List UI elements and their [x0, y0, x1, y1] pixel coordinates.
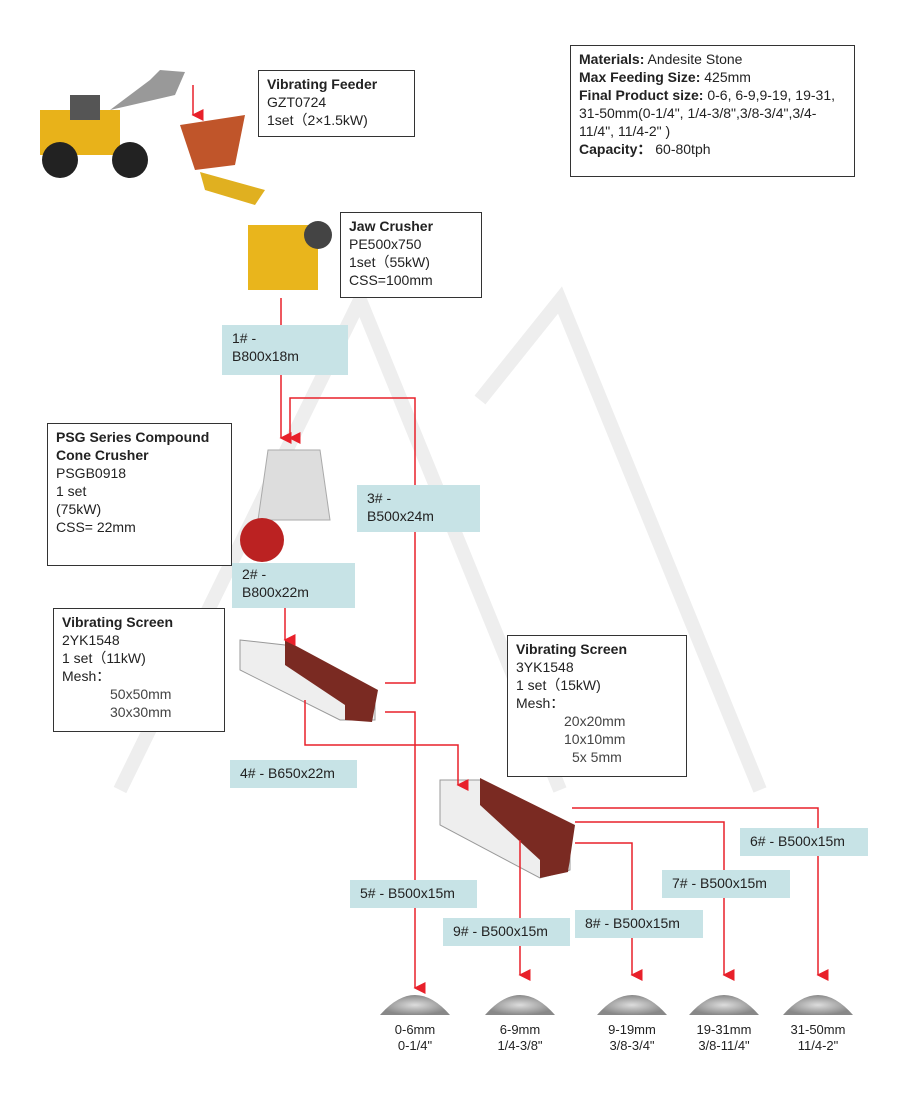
product-pile [485, 995, 555, 1015]
cone-css: CSS= 22mm [56, 519, 136, 535]
screen2-mesh-2: 10x10mm [564, 731, 626, 747]
product-pile [380, 995, 450, 1015]
belt-6-label: 6# - B500x15m [740, 828, 868, 856]
wheel-loader-image [40, 70, 185, 178]
screen1-mesh-1: 50x50mm [110, 686, 172, 702]
jaw-spec: 1set（55kW) [349, 254, 430, 270]
final-size-value: 0-6, 6-9,9-19, 19-31, 31-50mm(0-1/4", 1/… [579, 87, 835, 139]
product-piles [380, 995, 853, 1015]
materials-value: Andesite Stone [647, 51, 743, 67]
belt-9-label: 9# - B500x15m [443, 918, 570, 946]
product-pile [597, 995, 667, 1015]
feeder-spec: 1set（2×1.5kW) [267, 112, 368, 128]
vibrating-screen-1-box: Vibrating Screen 2YK1548 1 set（11kW) Mesh： 5… [53, 608, 225, 732]
max-feed-value: 425mm [704, 69, 751, 85]
feeder-title: Vibrating Feeder [267, 76, 378, 92]
screen1-title: Vibrating Screen [62, 614, 174, 630]
capacity-label: Capacity： [579, 141, 652, 157]
jaw-title: Jaw Crusher [349, 218, 434, 234]
belt-4-label: 4# - B650x22m [230, 760, 357, 788]
cone-crusher-image [240, 449, 331, 562]
belt-5-label: 5# - B500x15m [350, 880, 477, 908]
jaw-model: PE500x750 [349, 236, 422, 252]
screen1-spec: 1 set（11kW) [62, 650, 146, 666]
final-size-label: Final Product size: [579, 87, 704, 103]
materials-label: Materials: [579, 51, 645, 67]
belt-7-label: 7# - B500x15m [662, 870, 790, 898]
product-pile [783, 995, 853, 1015]
vibrating-screen-2-image [439, 778, 575, 879]
screen2-mesh-1: 20x20mm [564, 713, 626, 729]
max-feed-label: Max Feeding Size: [579, 69, 701, 85]
jaw-crusher-image [248, 221, 332, 290]
materials-info-box: Materials: Andesite Stone Max Feeding Si… [570, 45, 855, 177]
screen2-model: 3YK1548 [516, 659, 574, 675]
belt-3-label: 3# -B500x24m [357, 485, 480, 532]
jaw-css: CSS=100mm [349, 272, 433, 288]
cone-power: (75kW) [56, 501, 102, 517]
screen2-mesh-3: 5x 5mm [572, 749, 622, 765]
vibrating-screen-2-box: Vibrating Screen 3YK1548 1 set（15kW) Mesh： 2… [507, 635, 687, 777]
screen2-spec: 1 set（15kW) [516, 677, 601, 693]
vibrating-feeder-image [180, 115, 265, 205]
belt-2-label: 2# -B800x22m [232, 563, 355, 608]
capacity-value: 60-80tph [655, 141, 711, 157]
vibrating-screen-1-image [239, 639, 378, 722]
cone-title: PSG Series Compound Cone Crusher [56, 429, 210, 463]
cone-model: PSGB0918 [56, 465, 127, 481]
screen2-title: Vibrating Screen [516, 641, 628, 657]
product-pile [689, 995, 759, 1015]
screen1-mesh-label: Mesh： [62, 668, 111, 684]
belt-1-label: 1# -B800x18m [222, 325, 348, 375]
cone-spec: 1 set [56, 483, 87, 499]
screen1-mesh-2: 30x30mm [110, 704, 172, 720]
screen2-mesh-label: Mesh： [516, 695, 565, 711]
screen1-model: 2YK1548 [62, 632, 120, 648]
feeder-model: GZT0724 [267, 94, 327, 110]
belt-8-label: 8# - B500x15m [575, 910, 703, 938]
